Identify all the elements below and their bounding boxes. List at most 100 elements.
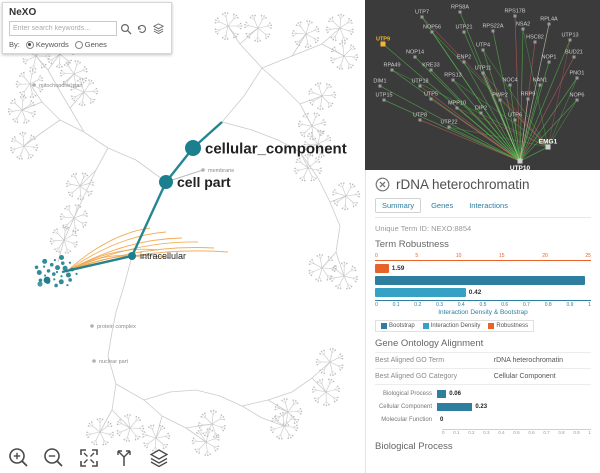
interaction-network-canvas[interactable]: UTP7 RPS8A RPS17B NOP56 UTP21 RPS22A NSA2 RPL4A… — [365, 0, 600, 171]
network-node[interactable] — [418, 118, 422, 122]
tree-node[interactable] — [159, 175, 173, 189]
network-node[interactable] — [462, 30, 466, 34]
network-node[interactable] — [481, 48, 485, 52]
network-node[interactable] — [418, 84, 422, 88]
network-node-label[interactable]: UTP7 — [415, 10, 429, 16]
network-node[interactable] — [390, 68, 394, 72]
tree-node[interactable] — [128, 252, 136, 260]
network-node[interactable] — [526, 97, 530, 101]
network-node[interactable] — [521, 27, 525, 31]
layers-button[interactable] — [148, 447, 170, 469]
network-node[interactable] — [491, 29, 495, 33]
network-node-label[interactable]: KRE33 — [422, 63, 439, 69]
network-node-label[interactable]: UTP9 — [376, 37, 390, 43]
network-node[interactable] — [513, 14, 517, 18]
network-node-label[interactable]: NOP14 — [406, 50, 424, 56]
network-node-label[interactable]: UTP6 — [508, 113, 522, 119]
network-node-label[interactable]: MPP10 — [448, 101, 466, 107]
network-node-label[interactable]: RPS8A — [451, 5, 469, 11]
network-node-label[interactable]: ENP2 — [457, 55, 471, 61]
network-node[interactable] — [538, 83, 542, 87]
network-node[interactable] — [451, 78, 455, 82]
tab-summary[interactable]: Summary — [375, 198, 422, 213]
network-node-label[interactable]: UTP13 — [561, 33, 578, 39]
tree-node-label[interactable]: cellular_component — [205, 140, 347, 157]
tree-node-label[interactable]: cell part — [177, 174, 231, 190]
network-node-label[interactable]: NAN1 — [533, 78, 548, 84]
network-node[interactable] — [575, 98, 579, 102]
network-node[interactable] — [380, 41, 386, 47]
network-node[interactable] — [513, 118, 517, 122]
tab-genes[interactable]: Genes — [431, 201, 454, 210]
tree-node[interactable] — [185, 140, 201, 156]
network-node[interactable] — [517, 158, 523, 164]
network-node-label[interactable]: RRP9 — [521, 92, 536, 98]
tree-node-label[interactable]: intracellular — [140, 251, 186, 261]
network-node-label[interactable]: NOP1 — [542, 55, 557, 61]
network-node[interactable] — [575, 76, 579, 80]
reset-icon[interactable] — [135, 22, 149, 36]
network-node[interactable] — [455, 106, 459, 110]
network-node[interactable] — [572, 55, 576, 59]
network-node[interactable] — [508, 83, 512, 87]
fit-view-button[interactable] — [78, 447, 100, 469]
network-node-label[interactable]: RPA49 — [383, 63, 400, 69]
network-node-label[interactable]: UTP22 — [440, 120, 457, 126]
search-icon[interactable] — [119, 22, 133, 36]
network-node[interactable] — [413, 55, 417, 59]
network-node[interactable] — [568, 38, 572, 42]
network-node[interactable] — [547, 60, 551, 64]
network-node[interactable] — [458, 10, 462, 14]
network-node-label[interactable]: BUD21 — [565, 50, 583, 56]
network-node[interactable] — [498, 98, 502, 102]
radio-keywords-dot[interactable] — [25, 40, 34, 49]
network-node[interactable] — [429, 97, 433, 101]
network-node[interactable] — [547, 22, 551, 26]
network-node-label[interactable]: RPS22A — [482, 24, 503, 30]
network-node-label[interactable]: UTP11 — [475, 66, 492, 72]
network-node[interactable] — [479, 111, 483, 115]
network-node-label[interactable]: NOP6 — [570, 93, 585, 99]
network-node[interactable] — [481, 71, 485, 75]
network-node[interactable] — [378, 84, 382, 88]
network-node-label[interactable]: UTP18 — [411, 79, 428, 85]
close-icon[interactable] — [375, 177, 390, 192]
network-node-label[interactable]: UTP21 — [455, 25, 472, 31]
radio-genes[interactable]: Genes — [74, 40, 107, 49]
network-node-label[interactable]: PNO1 — [570, 71, 585, 77]
interaction-network-pane[interactable]: UTP7 RPS8A RPS17B NOP56 UTP21 RPS22A NSA2 RPL4A… — [365, 0, 600, 170]
zoom-out-button[interactable] — [43, 447, 65, 469]
tab-interactions[interactable]: Interactions — [469, 201, 508, 210]
network-node[interactable] — [533, 40, 537, 44]
network-node-label[interactable]: NOC4 — [502, 78, 517, 84]
network-node[interactable] — [420, 15, 424, 19]
network-node[interactable] — [430, 30, 434, 34]
network-node[interactable] — [462, 60, 466, 64]
network-node-label[interactable]: PWP2 — [492, 93, 508, 99]
network-node-label[interactable]: NSA2 — [516, 22, 530, 28]
network-node-label[interactable]: NOP56 — [423, 25, 441, 31]
network-node[interactable] — [382, 98, 386, 102]
zoom-in-button[interactable] — [8, 447, 30, 469]
network-node[interactable] — [447, 125, 451, 129]
expand-branches-button[interactable] — [113, 447, 135, 469]
network-node-label[interactable]: UTP5 — [424, 92, 438, 98]
network-node-label[interactable]: RPS13 — [444, 73, 461, 79]
network-node-label[interactable]: UTP10 — [510, 165, 531, 170]
network-node-label[interactable]: UTP8 — [413, 113, 427, 119]
network-node-label[interactable]: RPS17B — [504, 9, 525, 15]
network-node-label[interactable]: DIM1 — [373, 79, 386, 85]
search-input[interactable] — [9, 21, 117, 36]
network-node-label[interactable]: UTP4 — [476, 43, 490, 49]
network-node-label[interactable]: EMG1 — [539, 139, 558, 146]
network-node-label[interactable]: UTP15 — [375, 93, 392, 99]
network-node[interactable] — [429, 68, 433, 72]
network-node-label[interactable]: HSC82 — [526, 35, 544, 41]
network-node[interactable] — [545, 144, 551, 150]
radio-keywords[interactable]: Keywords — [25, 40, 69, 49]
radio-genes-dot[interactable] — [74, 40, 83, 49]
network-node-label[interactable]: DIP2 — [475, 106, 487, 112]
network-node-label[interactable]: RPL4A — [540, 17, 558, 23]
